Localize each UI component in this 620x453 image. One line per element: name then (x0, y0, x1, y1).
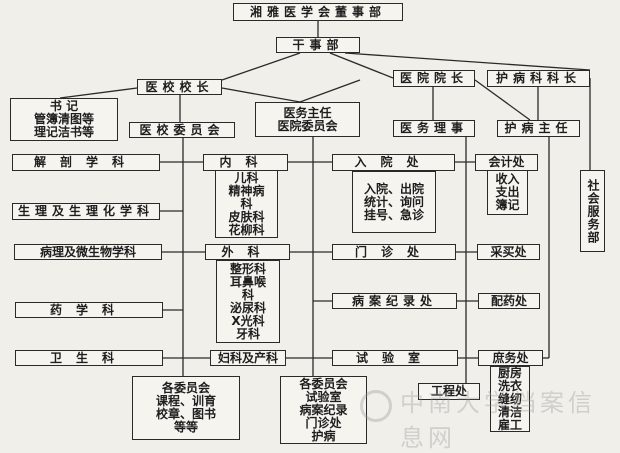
internal-medicine-node: 内科 (203, 154, 288, 171)
pathology-node: 病理及微生物学科 (14, 244, 162, 260)
surgery-subdepts-node: 整形科 耳鼻喉 科 泌尿科 X光科 牙科 (216, 260, 280, 343)
surgery-node: 外科 (205, 244, 290, 260)
school-president-node: 医校校长 (137, 79, 222, 95)
physiology-node: 生理及生理化学科 (12, 203, 160, 220)
watermark-logo-icon (360, 390, 392, 422)
board-of-directors-node: 湘雅医学会董事部 (233, 3, 403, 21)
medical-affairs-node: 医务理事 (393, 120, 475, 137)
laboratory-node: 试验室 (332, 350, 458, 366)
internal-subdepts-node: 儿科 精神病 科 皮肤科 花柳科 (215, 170, 278, 238)
hygiene-node: 卫生科 (15, 350, 163, 366)
dispensary-node: 配药处 (478, 293, 540, 309)
pharmacy-dept-node: 药学科 (15, 302, 163, 318)
social-service-node: 社会服务部 (580, 170, 605, 252)
accounting-node: 会计处 (475, 154, 538, 171)
hospital-committees-node: 各委员会 试验室 病案纪录 门诊处 护病 (280, 376, 367, 444)
engineering-node: 工程处 (418, 383, 480, 400)
accounting-subs-node: 收入 支出 簿记 (487, 170, 528, 215)
school-committee-node: 医校委员会 (129, 122, 235, 138)
secretary-node: 书 记 管簿清图等 理记洁书等 (10, 98, 118, 141)
medical-director-node: 医务主任 医院委员会 (255, 102, 360, 137)
obgyn-node: 妇科及产科 (210, 350, 286, 366)
admission-subs-node: 入院、出院 统计、询问 挂号、急诊 (352, 171, 436, 233)
general-affairs-node: 庶务处 (478, 350, 543, 366)
records-node: 病案纪录处 (332, 293, 457, 309)
nursing-director-node: 护病主任 (497, 120, 580, 137)
hospital-president-node: 医院院长 (393, 70, 475, 87)
watermark-text: 中南大学档案信息网 (400, 389, 596, 452)
school-committees-node: 各委员会 课程、训育 校章、图书 等等 (132, 376, 240, 440)
nursing-head-node: 护病科科长 (487, 70, 590, 87)
purchasing-node: 采买处 (477, 244, 540, 260)
secretariat-node: 干事部 (276, 37, 360, 53)
outpatient-node: 门诊处 (332, 244, 456, 260)
admission-node: 入院处 (332, 154, 455, 171)
general-affairs-subs-node: 厨房 洗衣 缝纫 清洁 雇工 (490, 366, 530, 432)
anatomy-node: 解剖学科 (12, 154, 160, 171)
